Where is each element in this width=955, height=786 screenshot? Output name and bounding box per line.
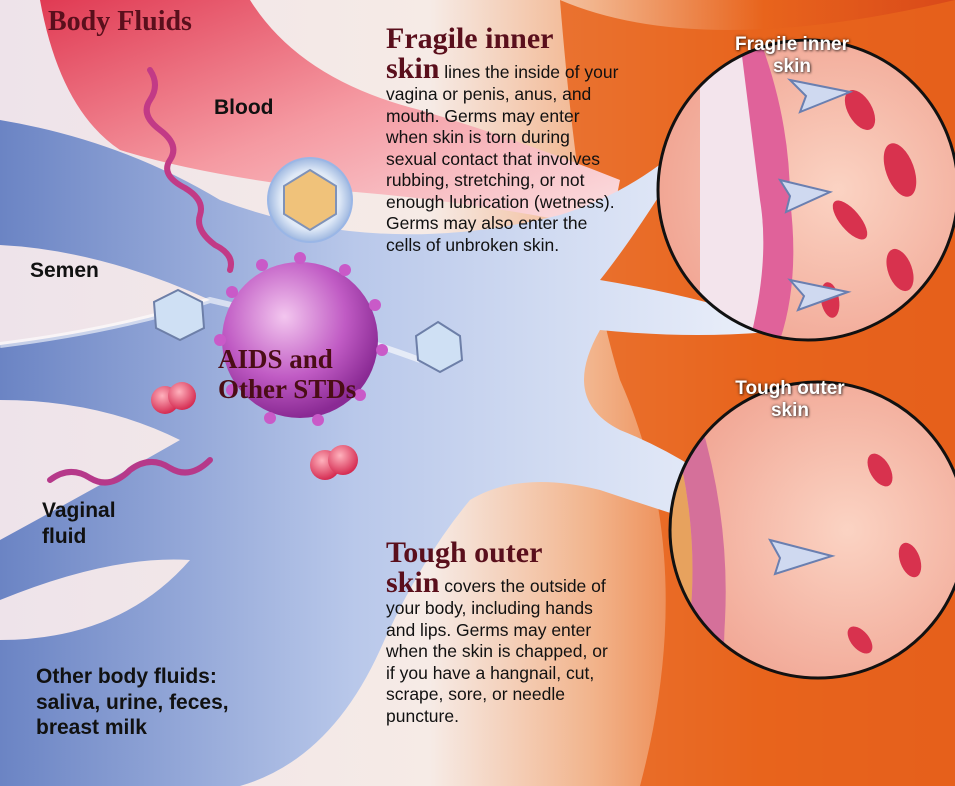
- other-fluids-label: Other body fluids: saliva, urine, feces,…: [36, 664, 264, 741]
- fragile-heading-line1: Fragile inner: [386, 24, 621, 54]
- fragile-circle-label: Fragile inner skin: [732, 34, 852, 78]
- tough-text: covers the outside of your body, includi…: [386, 576, 608, 726]
- fragile-skin-description: Fragile inner skin lines the inside of y…: [386, 24, 621, 256]
- page-title: Body Fluids: [48, 6, 192, 38]
- aids-stds-label: AIDS and Other STDs: [218, 344, 398, 404]
- tough-circle-label: Tough outer skin: [730, 378, 850, 422]
- semen-label: Semen: [30, 258, 99, 284]
- blood-label: Blood: [214, 95, 273, 121]
- fragile-text: lines the inside of your vagina or penis…: [386, 62, 618, 255]
- vaginal-fluid-label: Vaginal fluid: [42, 498, 142, 549]
- tough-heading-line1: Tough outer: [386, 538, 621, 568]
- fragile-heading-line2: skin: [386, 52, 439, 85]
- tough-heading-line2: skin: [386, 566, 439, 599]
- tough-skin-description: Tough outer skin covers the outside of y…: [386, 538, 621, 727]
